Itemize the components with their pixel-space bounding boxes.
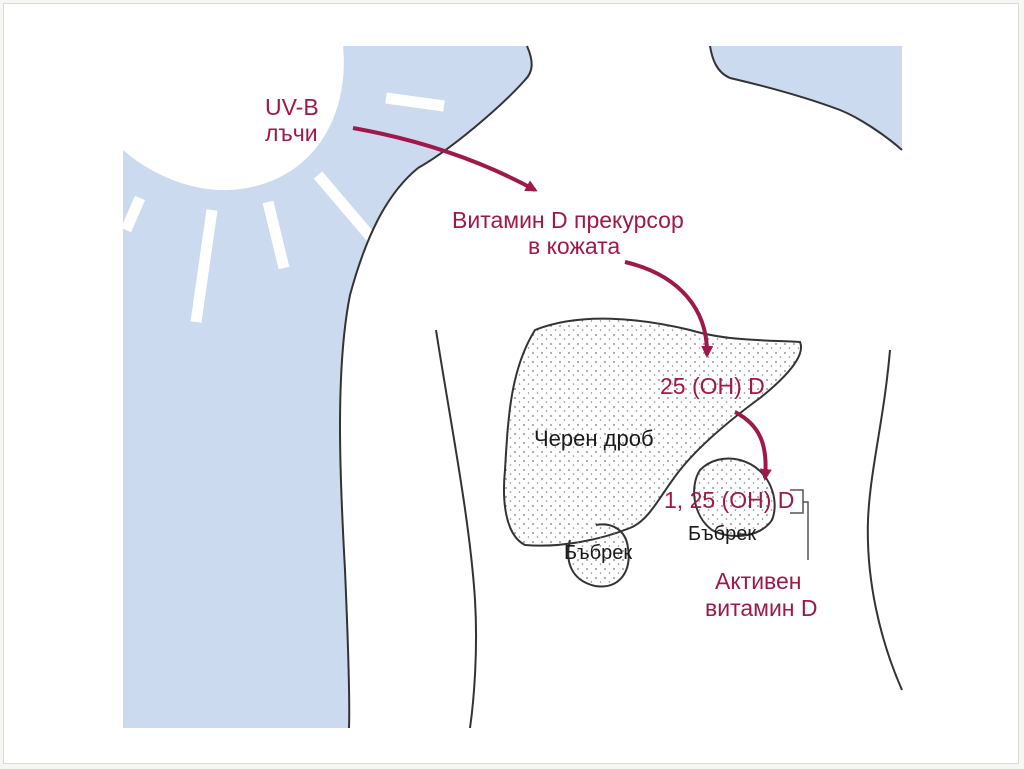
kidney-left — [567, 523, 630, 588]
oh-d-label: 25 (OH) D — [660, 373, 765, 399]
active-vitamin-label: Активен — [715, 568, 802, 594]
precursor-label: Витамин D прекурсор — [452, 207, 684, 233]
flow-arrows — [352, 126, 772, 481]
liver-label: Черен дроб — [534, 426, 654, 451]
body-outline — [339, 45, 903, 729]
liver — [503, 317, 803, 547]
active-bracket — [790, 489, 809, 560]
active-formula-label: 1, 25 (OH) D — [664, 487, 794, 513]
active-vitamin-label-name: витамин D — [705, 595, 818, 621]
arrow-skin-to-liver — [624, 260, 714, 358]
kidney-right-label: Бъбрек — [688, 523, 756, 545]
kidney-left-label: Бъбрек — [564, 542, 632, 564]
precursor-label-skin: в кожата — [528, 233, 620, 259]
arrow-uvb-to-skin — [352, 126, 538, 192]
uvb-label: UV-B — [265, 94, 319, 120]
arrow-liver-to-kidney — [734, 410, 772, 481]
kidney-right — [693, 457, 776, 537]
uvb-label-rays: лъчи — [265, 120, 318, 146]
